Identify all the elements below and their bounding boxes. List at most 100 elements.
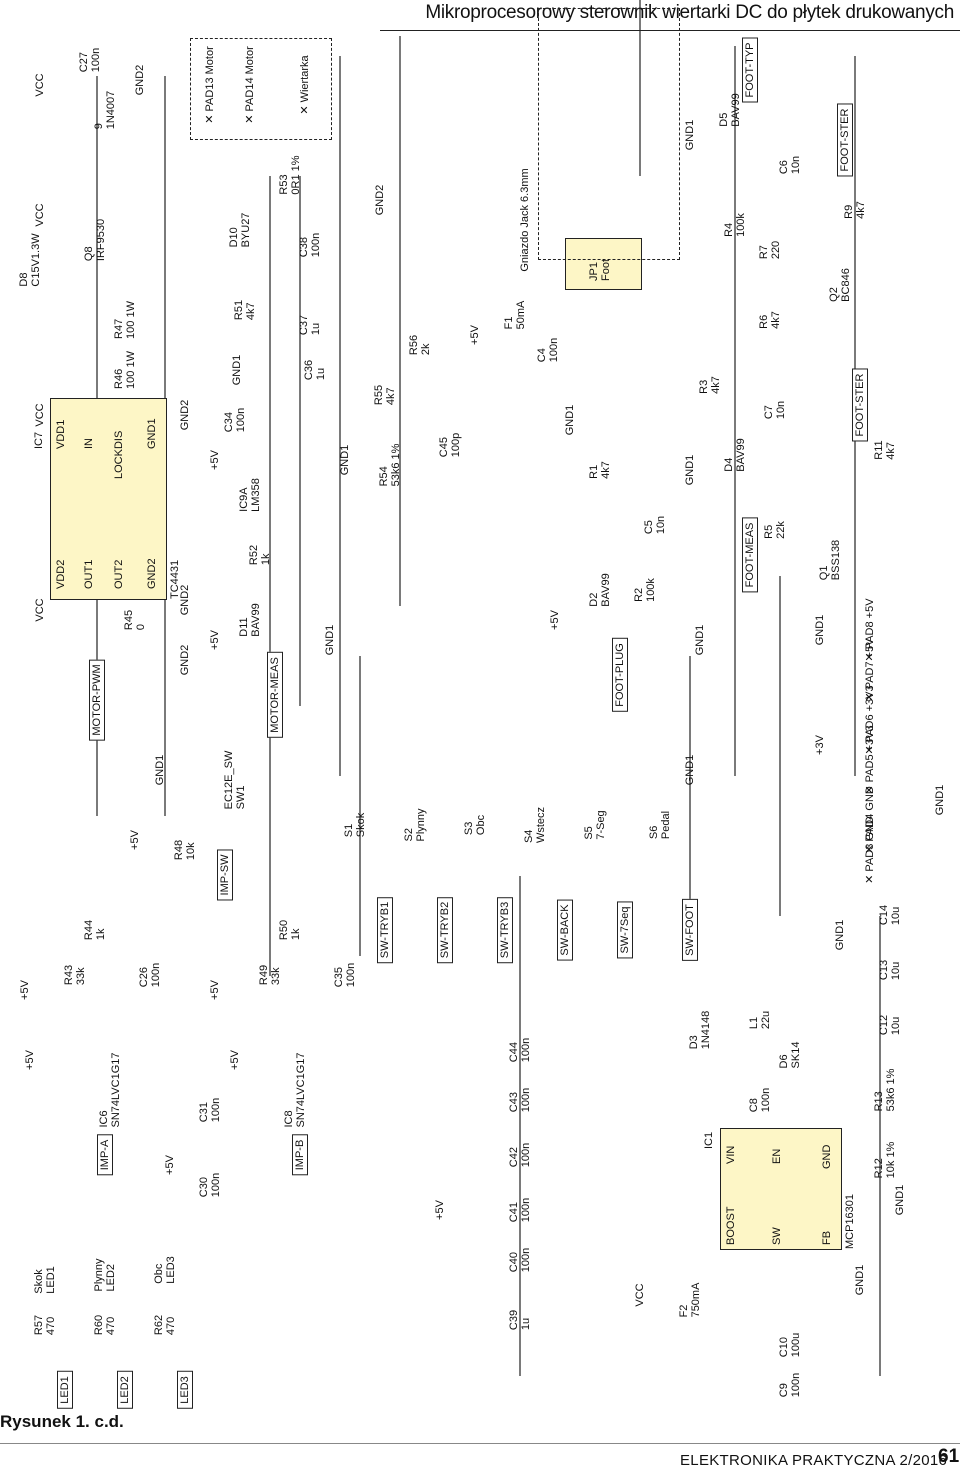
net-label-foot-plug: FOOT-PLUG [612,638,628,712]
component-ref: C39 [508,1309,520,1331]
component-ref: R51 [233,299,245,321]
component-value: 50mA [515,300,527,330]
ic1-pin: SW [771,1227,783,1245]
component-ref: R54 [378,466,390,487]
component-ref: C27 [78,52,90,73]
power-symbol-plus5v: +5V [19,980,31,1000]
component-ref: R46 [113,368,125,389]
component-ref: C30 [198,1177,210,1198]
component-value: 7-Seg [595,810,607,840]
power-symbol-gnd1: GND1 [834,919,846,951]
power-symbol-plus5v: +5V [549,610,561,630]
power-symbol-plus5v: +5V [24,1050,36,1070]
pad-pad14-motor: ✕ PAD14 Motor [244,46,256,124]
component-ref: C37 [298,314,310,336]
component-value: 4k7 [770,311,782,329]
component-ref: D6 [778,1054,790,1069]
component-ref: C10 [778,1337,790,1358]
component-ref: R47 [113,318,125,339]
component-ref: 9 [93,123,105,130]
ic1-pin: FB [821,1230,833,1245]
power-symbol-gnd2: GND2 [134,64,146,96]
component-ref: D10 [228,227,240,248]
component-value: BC846 [840,268,852,302]
page-number: 61 [938,1446,960,1467]
component-value: IRF9530 [95,218,107,262]
power-symbol-plus5v: +5V [209,980,221,1000]
net-label-foot-meas: FOOT-MEAS [742,517,758,593]
component-value: 4k7 [855,201,867,219]
component-value: 1u [315,367,327,381]
net-label-foot-typ: FOOT-TYP [742,37,758,103]
component-value: 100n [790,1372,802,1398]
component-value: 4k7 [885,441,897,460]
component-ref: Skok [33,1269,45,1294]
component-ref: Q1 [818,565,830,581]
component-ref: C41 [508,1202,520,1223]
net-label-sw-tryb1: SW-TRYB1 [377,896,393,964]
jack-box [538,8,680,260]
component-value: 0R1 1% [290,155,302,195]
component-ref: JP1 [588,262,600,282]
component-ref: C6 [778,160,790,175]
component-value: 22k [775,521,787,539]
component-ref: R56 [408,334,420,356]
ic7-ref: IC7 [33,431,45,449]
component-ref: Plynny [93,1258,105,1292]
power-symbol-gnd1: GND1 [854,1264,866,1296]
ic1-ref: IC1 [703,1131,715,1149]
component-value: 100n [310,232,322,258]
ic7-block: IC7 TC4431 VDD1 IN LOCKDIS GND1 VDD2 OUT… [33,398,181,600]
component-value: 100n [548,337,560,363]
component-value: 33k [270,967,282,986]
power-symbol-plus5v: +5V [229,1050,241,1070]
component-ref: R3 [698,379,710,394]
power-symbol-gnd1: GND1 [684,454,696,486]
component-ref: R45 [123,609,135,631]
net-label-sw-tryb3: SW-TRYB3 [497,896,513,964]
component-value: 10k [185,842,197,861]
net-label-sw-foot: SW-FOOT [682,899,698,961]
component-value: 1k [95,928,107,941]
power-symbol-plus3v: +3V [814,735,826,755]
component-ref: C40 [508,1252,520,1273]
ic7-pin: IN [83,438,95,449]
component-value: 100n [520,1247,532,1273]
component-ref: R2 [633,587,645,602]
ic7-pin: LOCKDIS [113,430,125,479]
ic7-pin: VDD1 [55,419,67,449]
power-symbol-gnd1: GND1 [894,1184,906,1216]
component-ref: IC6 [98,1110,110,1128]
component-value: 470 [165,1316,177,1336]
component-ref: R50 [278,919,290,941]
component-ref: S6 [648,825,660,840]
power-symbol-gnd1: GND1 [564,404,576,436]
component-ref: R1 [588,464,600,479]
component-ref: C7 [763,405,775,420]
